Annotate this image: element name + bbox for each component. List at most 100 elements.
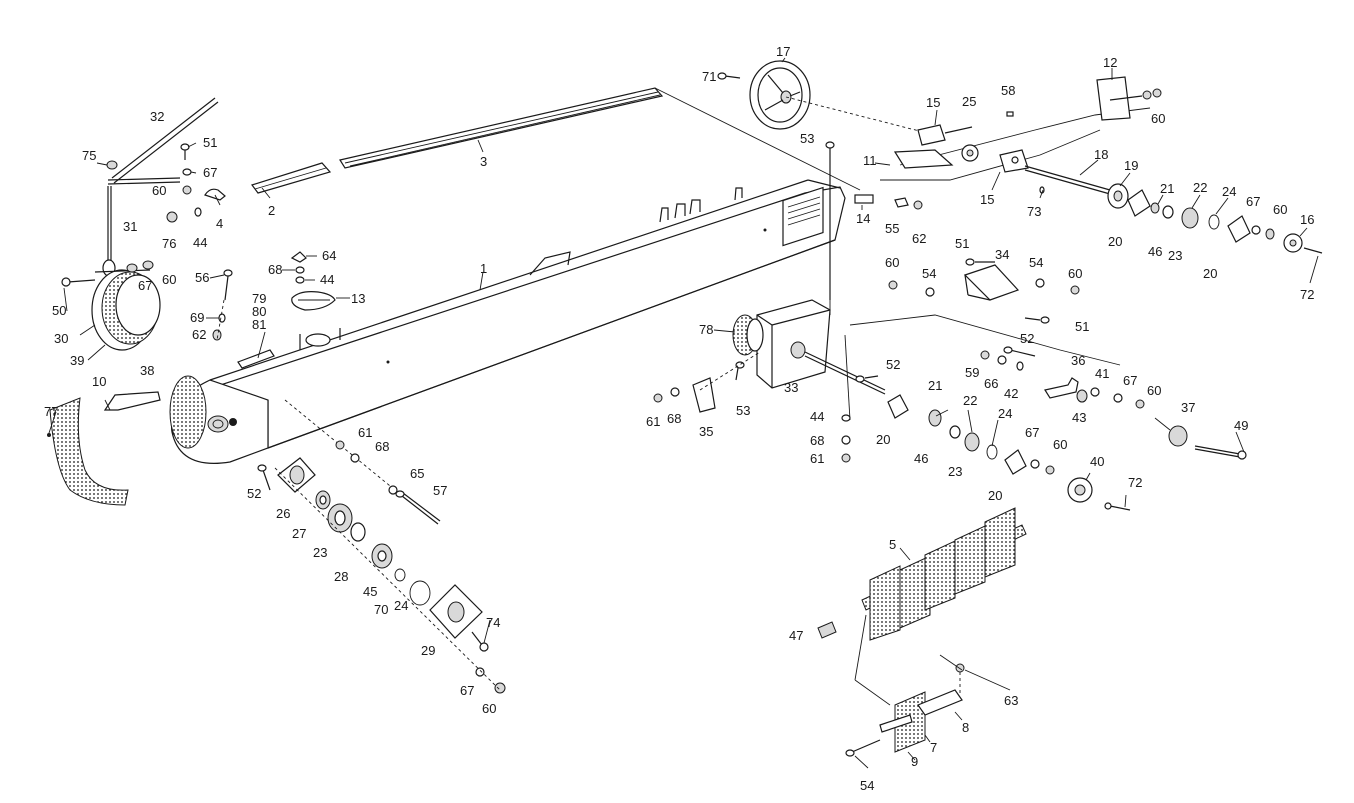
label-25: 25: [962, 94, 976, 109]
label-32: 32: [150, 109, 164, 124]
label-54a: 54: [922, 266, 936, 281]
drum-78: [732, 314, 764, 356]
label-44a: 44: [193, 235, 207, 250]
label-64: 64: [322, 248, 336, 263]
label-61b: 61: [646, 414, 660, 429]
upper-shaft-stack: [1024, 165, 1323, 254]
label-73: 73: [1027, 204, 1041, 219]
label-60c: 60: [162, 272, 176, 287]
rod-31: [102, 186, 116, 277]
label-26: 26: [276, 506, 290, 521]
label-65: 65: [410, 466, 424, 481]
label-74: 74: [486, 615, 500, 630]
label-54b: 54: [1029, 255, 1043, 270]
chain-5: [861, 507, 1027, 641]
label-21a: 21: [1160, 181, 1174, 196]
label-11: 11: [863, 153, 877, 168]
label-19: 19: [1124, 158, 1138, 173]
label-60h: 60: [1053, 437, 1067, 452]
label-60g: 60: [1147, 383, 1161, 398]
rail-2: [251, 162, 332, 194]
label-43: 43: [1072, 410, 1086, 425]
shield-10: [49, 391, 161, 506]
label-30: 30: [54, 331, 68, 346]
handwheel-17: [749, 60, 811, 130]
lever-36: [980, 346, 1247, 460]
label-72b: 72: [1128, 475, 1142, 490]
label-51a: 51: [203, 135, 217, 150]
label-55: 55: [885, 221, 899, 236]
label-10: 10: [92, 374, 106, 389]
rail-3: [339, 87, 664, 169]
label-53a: 53: [800, 131, 814, 146]
label-16: 16: [1300, 212, 1314, 227]
label-52c: 52: [886, 357, 900, 372]
label-5: 5: [889, 537, 896, 552]
label-15b: 15: [980, 192, 994, 207]
label-60f: 60: [1068, 266, 1082, 281]
part-labels: 1 2 3 4 5 7 8 9 10 11 12 13 14 15 15 16 …: [44, 44, 1314, 793]
label-41: 41: [1095, 366, 1109, 381]
label-60b: 60: [152, 183, 166, 198]
lower-shaft-stack: [887, 394, 1131, 511]
label-68c: 68: [667, 411, 681, 426]
label-78: 78: [699, 322, 713, 337]
label-76: 76: [162, 236, 176, 251]
label-15a: 15: [926, 95, 940, 110]
label-67b: 67: [138, 278, 152, 293]
label-28: 28: [334, 569, 348, 584]
label-81: 81: [252, 317, 266, 332]
label-53b: 53: [736, 403, 750, 418]
label-44c: 44: [810, 409, 824, 424]
label-68a: 68: [268, 262, 282, 277]
label-45: 45: [363, 584, 377, 599]
label-39: 39: [70, 353, 84, 368]
label-20c: 20: [876, 432, 890, 447]
label-68d: 68: [810, 433, 824, 448]
label-68b: 68: [375, 439, 389, 454]
label-56: 56: [195, 270, 209, 285]
label-20d: 20: [988, 488, 1002, 503]
label-67f: 67: [460, 683, 474, 698]
label-51c: 51: [1075, 319, 1089, 334]
label-77: 77: [44, 404, 58, 419]
label-17: 17: [776, 44, 790, 59]
label-8: 8: [962, 720, 969, 735]
label-9: 9: [911, 754, 918, 769]
label-7: 7: [930, 740, 937, 755]
bracket-34: [888, 258, 1080, 324]
label-66: 66: [984, 376, 998, 391]
label-40: 40: [1090, 454, 1104, 469]
label-20a: 20: [1108, 234, 1122, 249]
label-3: 3: [480, 154, 487, 169]
label-44b: 44: [320, 272, 334, 287]
label-2: 2: [268, 203, 275, 218]
label-67a: 67: [203, 165, 217, 180]
label-60a: 60: [1151, 111, 1165, 126]
label-52a: 52: [247, 486, 261, 501]
label-13: 13: [351, 291, 365, 306]
label-59: 59: [965, 365, 979, 380]
label-29: 29: [421, 643, 435, 658]
label-24a: 24: [1222, 184, 1236, 199]
upper-right-frame: [854, 76, 1162, 210]
label-72a: 72: [1300, 287, 1314, 302]
label-61a: 61: [358, 425, 372, 440]
label-61c: 61: [810, 451, 824, 466]
label-38: 38: [140, 363, 154, 378]
label-35: 35: [699, 424, 713, 439]
label-71: 71: [702, 69, 716, 84]
label-58: 58: [1001, 83, 1015, 98]
label-23a: 23: [1168, 248, 1182, 263]
label-60e: 60: [885, 255, 899, 270]
label-14: 14: [856, 211, 870, 226]
label-79: 79: [252, 291, 266, 306]
label-50: 50: [52, 303, 66, 318]
label-46a: 46: [1148, 244, 1162, 259]
label-75: 75: [82, 148, 96, 163]
gearbox-33: [756, 299, 886, 395]
label-62b: 62: [192, 327, 206, 342]
label-69: 69: [190, 310, 204, 325]
label-46b: 46: [914, 451, 928, 466]
